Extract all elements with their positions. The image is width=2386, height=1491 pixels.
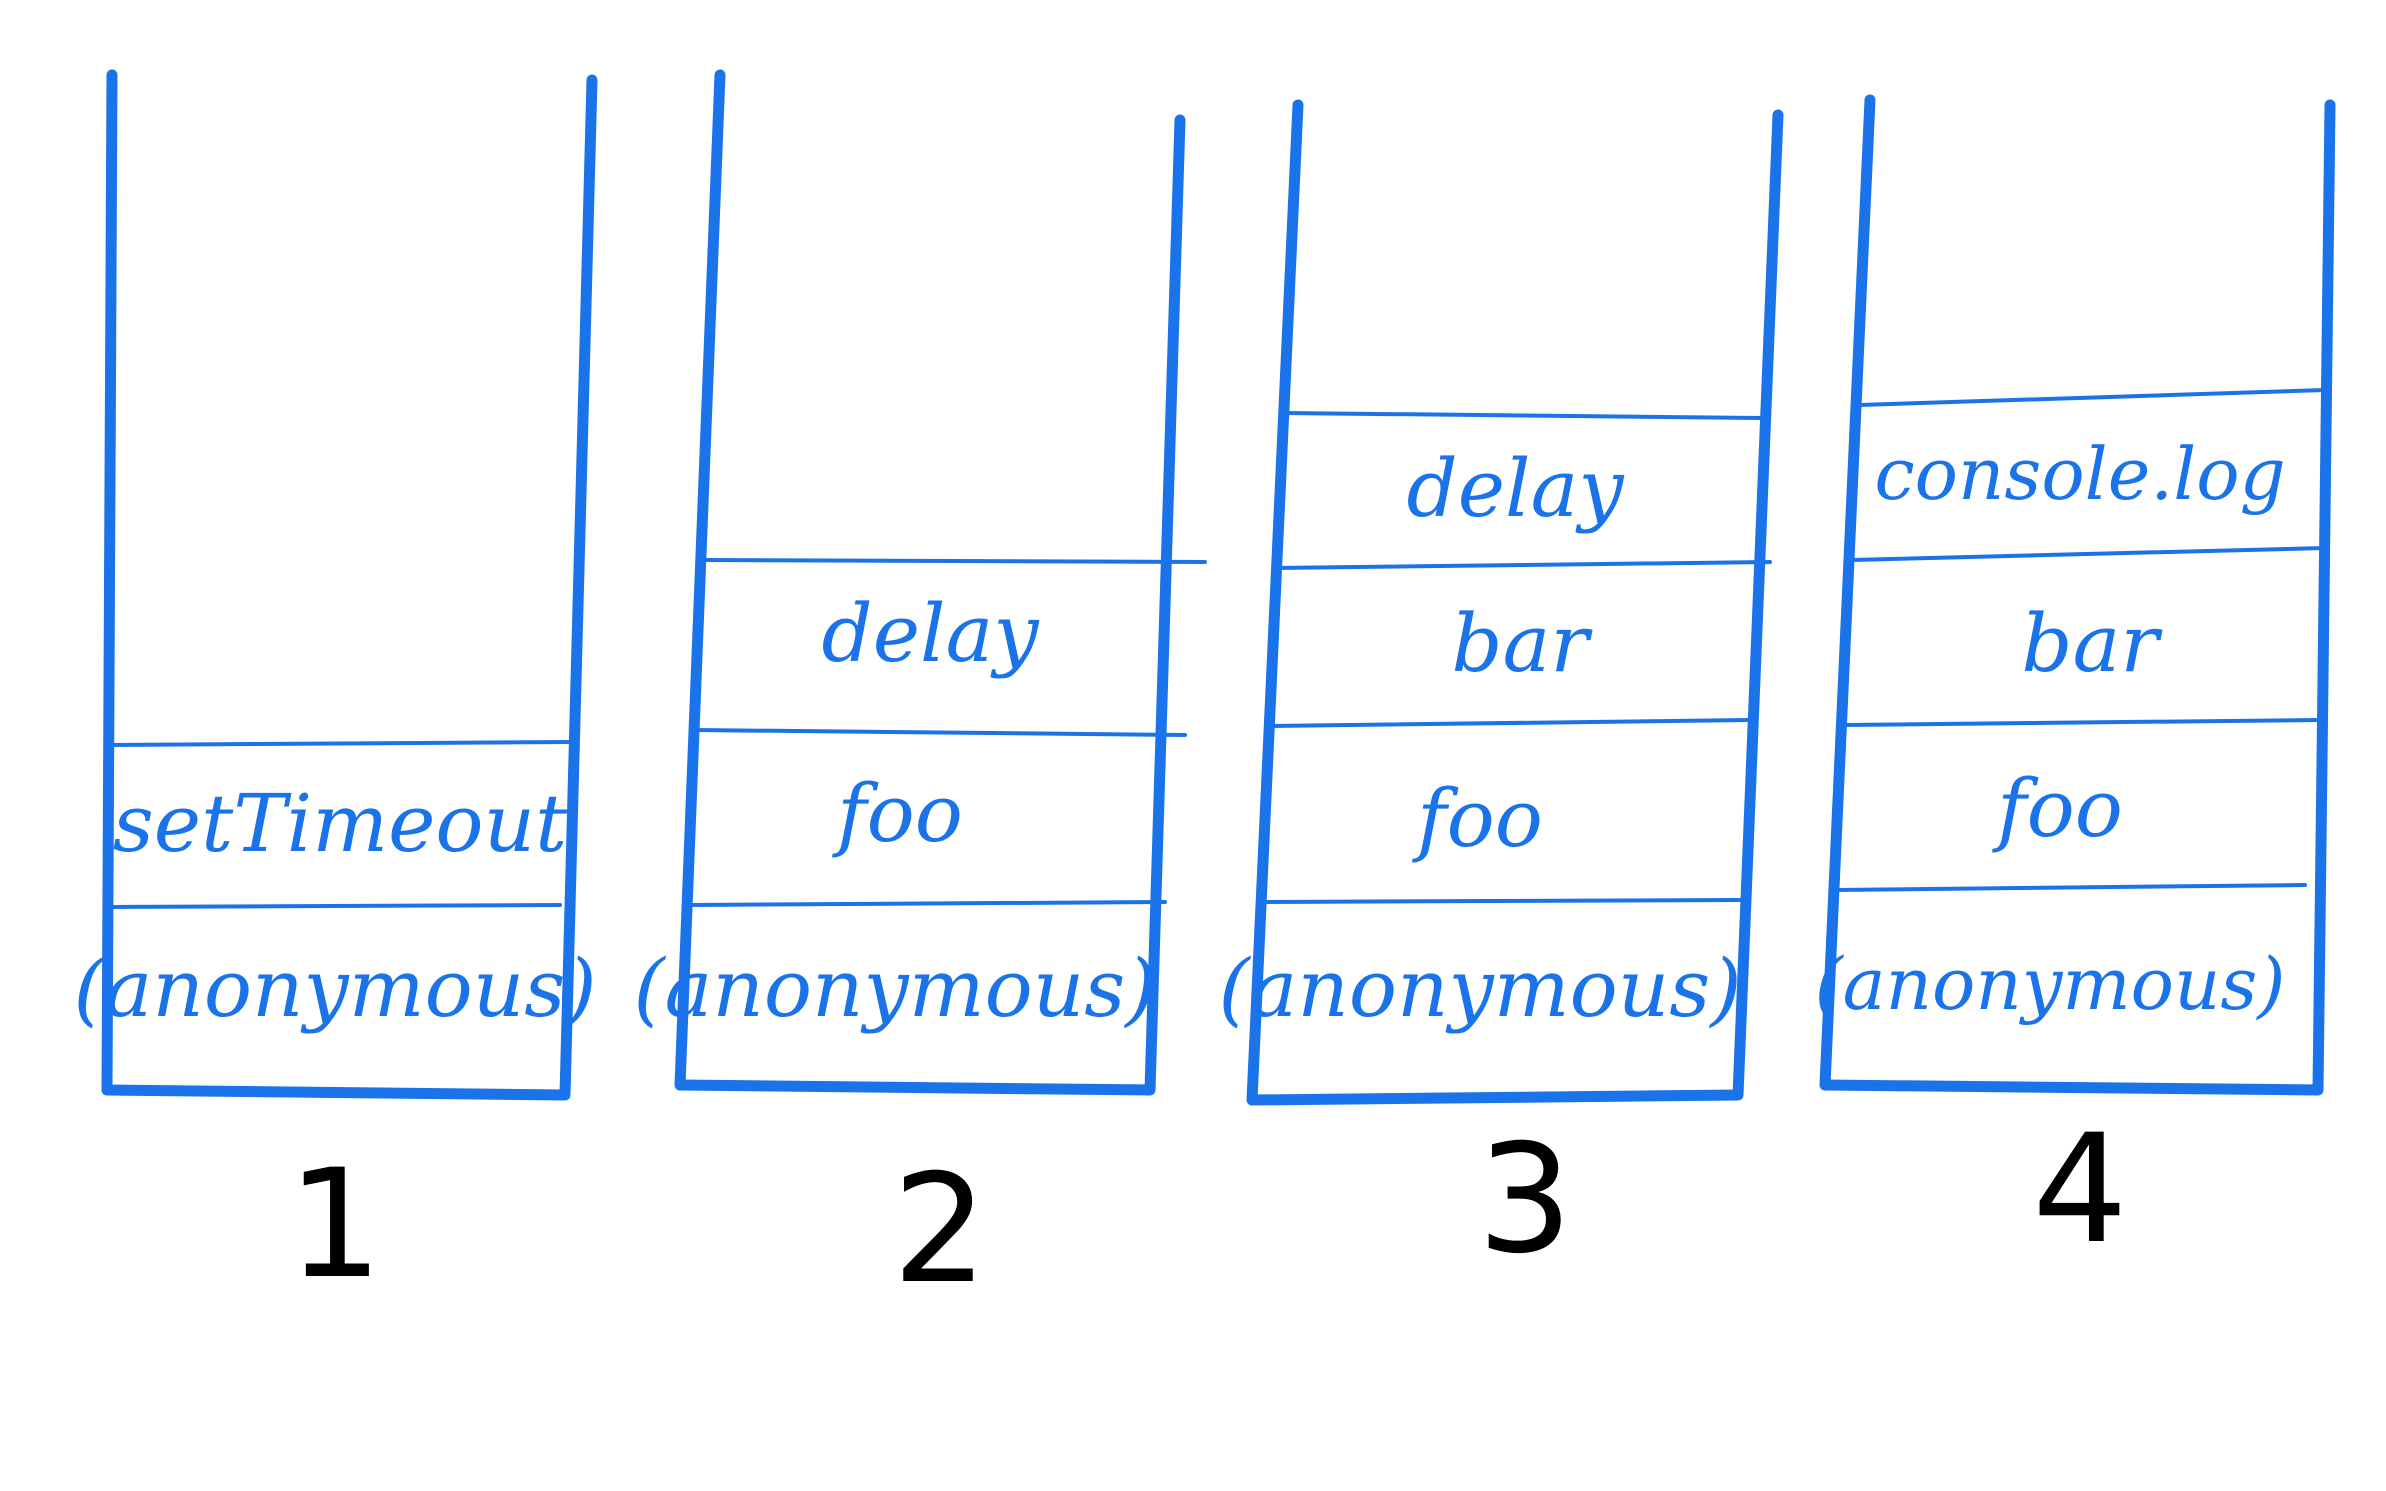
stack-3-frame-1: delay bbox=[1406, 442, 1625, 535]
stack-3-frame-2: bar bbox=[1451, 597, 1593, 690]
stack-2-frame-1: delay bbox=[821, 587, 1040, 680]
stack-4-frame-4: (anonymous) bbox=[1815, 942, 2286, 1026]
stack-2-divider-3 bbox=[688, 900, 1167, 907]
stack-4-number: 4 bbox=[2032, 1103, 2127, 1277]
stack-1-number: 1 bbox=[287, 1138, 382, 1312]
stack-3-divider-1 bbox=[1283, 411, 1762, 420]
stack-1-frame-1: setTimeout bbox=[113, 777, 568, 870]
stack-3-divider-2 bbox=[1273, 560, 1772, 570]
stack-4-divider-1 bbox=[1858, 388, 2327, 407]
stack-2-divider-1 bbox=[698, 558, 1207, 564]
stack-3-divider-3 bbox=[1268, 718, 1752, 728]
stack-1-divider-1 bbox=[108, 740, 572, 747]
stack-4-frame-2: bar bbox=[2021, 597, 2163, 690]
stack-2-number: 2 bbox=[892, 1143, 987, 1317]
stack-3-divider-4 bbox=[1260, 898, 1742, 904]
stack-4-frame-3: foo bbox=[1992, 762, 2123, 855]
stack-2-frame-3: (anonymous) bbox=[633, 942, 1156, 1035]
stack-3-outline bbox=[1246, 99, 1784, 1106]
stack-1-frame-2: (anonymous) bbox=[73, 942, 596, 1035]
stack-3-frame-3: foo bbox=[1412, 772, 1543, 865]
stack-2-frame-2: foo bbox=[832, 767, 963, 860]
stack-4: console.log bar foo (anonymous) 4 bbox=[1815, 94, 2336, 1277]
stack-4-outline bbox=[1819, 94, 2336, 1096]
stack-3-frame-4: (anonymous) bbox=[1218, 942, 1741, 1035]
stack-4-divider-2 bbox=[1850, 546, 2327, 562]
stack-4-frame-1: console.log bbox=[1874, 432, 2285, 516]
stack-2-divider-2 bbox=[693, 728, 1187, 737]
stack-3-number: 3 bbox=[1477, 1113, 1572, 1287]
stack-3: delay bar foo (anonymous) 3 bbox=[1218, 99, 1784, 1287]
stack-1-divider-2 bbox=[108, 903, 562, 909]
stack-1: setTimeout (anonymous) 1 bbox=[73, 69, 598, 1312]
stack-2: delay foo (anonymous) 2 bbox=[633, 69, 1207, 1317]
stack-1-outline bbox=[101, 69, 598, 1101]
stack-2-outline bbox=[674, 69, 1186, 1096]
stack-4-divider-3 bbox=[1843, 718, 2322, 727]
stack-4-divider-4 bbox=[1833, 883, 2307, 892]
